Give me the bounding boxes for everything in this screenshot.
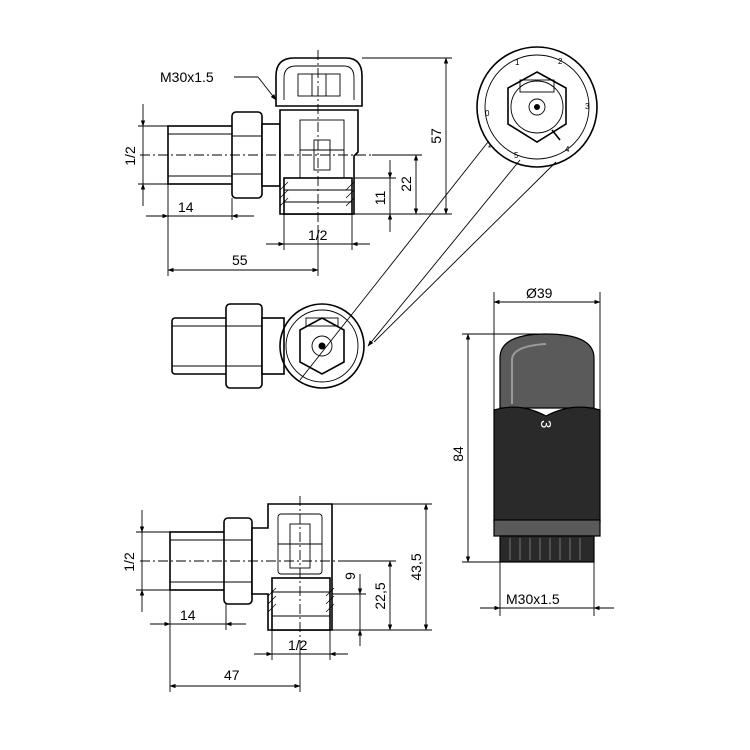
straight-offset-22-5-dim: 22,5 (372, 582, 388, 609)
angle-valve-view: M30x1.5 1/2 14 55 1/2 57 (122, 50, 452, 276)
straight-offset-9-dim: 9 (342, 572, 358, 580)
angle-height-dim: 57 (428, 128, 444, 144)
angle-inlet-dim: 1/2 (122, 146, 138, 166)
dial-mark-star: * (488, 144, 491, 153)
head-diameter-dim: Ø39 (526, 285, 553, 301)
thermostatic-head-view: 3 Ø39 84 M30x1.5 (450, 285, 614, 616)
head-thread-dim: M30x1.5 (506, 591, 560, 607)
dial-view: * 1 2 3 4 5 0 (299, 46, 598, 381)
angle-offset-22-dim: 22 (398, 176, 414, 192)
straight-total-width-dim: 47 (224, 667, 240, 683)
angle-inlet-length-dim: 14 (178, 199, 194, 215)
head-height-dim: 84 (450, 446, 466, 462)
straight-inlet-dim: 1/2 (121, 552, 137, 572)
dial-mark-0: 0 (485, 109, 490, 118)
dial-mark-1: 1 (515, 58, 520, 67)
angle-total-width-dim: 55 (232, 252, 248, 268)
dial-mark-4: 4 (565, 145, 570, 154)
straight-height-dim: 43,5 (408, 553, 424, 580)
dial-mark-3: 3 (585, 102, 590, 111)
straight-outlet-dim: 1/2 (288, 637, 308, 653)
angle-offset-11-dim: 11 (372, 191, 388, 206)
middle-valve-view (171, 303, 365, 389)
straight-inlet-length-dim: 14 (180, 607, 196, 623)
angle-outlet-dim: 1/2 (308, 227, 328, 243)
angle-thread-label: M30x1.5 (160, 69, 214, 85)
straight-valve-view: 1/2 14 47 1/2 43,5 22,5 9 (121, 496, 432, 692)
dial-mark-5: 5 (514, 151, 519, 160)
dial-mark-2: 2 (558, 57, 563, 66)
head-front-mark: 3 (537, 420, 554, 428)
